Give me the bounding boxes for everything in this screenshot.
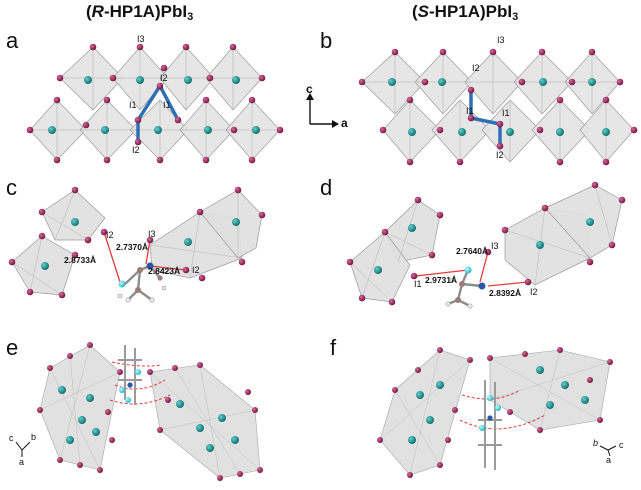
- label-a-i2-bottom: I2: [132, 145, 140, 155]
- axis-e-b: b: [31, 432, 37, 442]
- axis-e-c: c: [9, 433, 14, 443]
- label-c-i2-left: I2: [106, 230, 114, 240]
- title-s-hp1a: (S-HP1A)PbI3: [412, 2, 519, 23]
- axis-label-c: c: [306, 82, 313, 96]
- panel-b-lattice: [358, 48, 638, 166]
- label-d-i2: I2: [530, 287, 538, 297]
- panel-label-e: e: [6, 335, 19, 360]
- axes-f: [599, 445, 617, 457]
- axis-f-c: c: [619, 440, 624, 450]
- label-d-i3: I3: [491, 241, 499, 251]
- panel-e-structure: [37, 342, 263, 481]
- axes-e: [15, 441, 31, 457]
- panel-c-structure: [8, 186, 266, 303]
- panel-a-lattice: [26, 43, 284, 164]
- axis-f-a: a: [606, 455, 612, 465]
- label-a-i1-right: I1: [163, 100, 171, 110]
- label-c-i2-right: I2: [192, 265, 200, 275]
- distance-c-2: 2.7370Å: [116, 242, 149, 252]
- distance-d-3: 2.8392Å: [489, 288, 522, 298]
- distance-d-1: 2.7640Å: [456, 246, 489, 256]
- panel-d-structure: [346, 181, 626, 309]
- label-c-i3: I3: [148, 229, 156, 239]
- distance-d-2: 2.9731Å: [425, 275, 458, 285]
- label-b-i1-right: I1: [502, 108, 510, 118]
- label-b-i2-bottom: I2: [496, 150, 504, 160]
- axes-c-a: [306, 93, 339, 128]
- label-d-i1: I1: [414, 279, 422, 289]
- axis-label-a: a: [341, 116, 348, 130]
- label-a-i2-top: I2: [160, 73, 168, 83]
- title-r-hp1a: (R-HP1A)PbI3: [86, 2, 194, 23]
- panel-label-f: f: [330, 335, 337, 360]
- axis-e-a: a: [19, 457, 25, 467]
- panel-label-b: b: [320, 28, 333, 53]
- label-b-i3: I3: [497, 35, 505, 45]
- axis-f-b: b: [593, 438, 599, 448]
- label-b-i1-left: I1: [466, 106, 474, 116]
- panel-label-a: a: [6, 28, 19, 53]
- label-a-i1-left: I1: [129, 100, 137, 110]
- distance-c-3: 2.8423Å: [148, 266, 181, 276]
- panel-f-structure: [377, 347, 613, 478]
- label-b-i2-top: I2: [472, 63, 480, 73]
- distance-c-1: 2.8733Å: [64, 255, 97, 265]
- panel-label-d: d: [320, 175, 333, 200]
- label-a-i3: I3: [137, 34, 145, 44]
- panel-label-c: c: [6, 175, 17, 200]
